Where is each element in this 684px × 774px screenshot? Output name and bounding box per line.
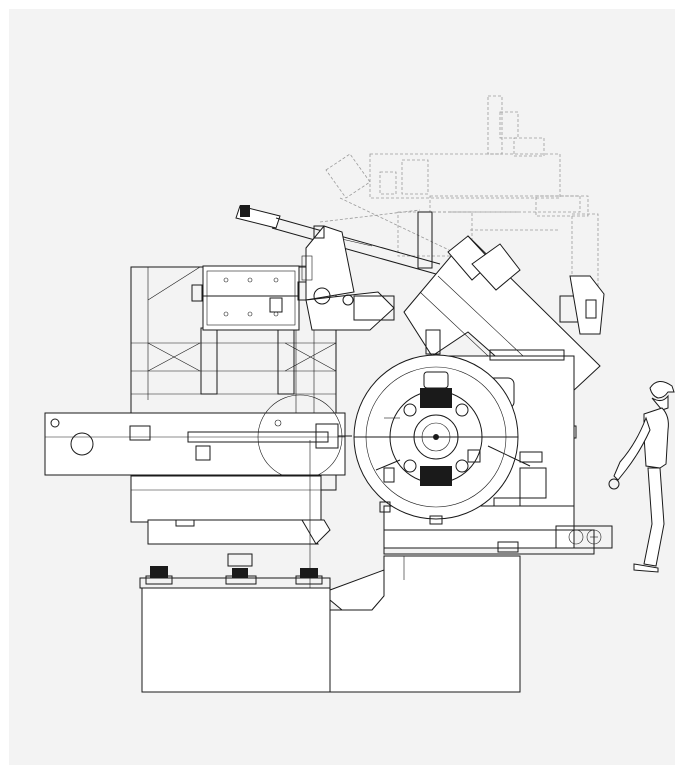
drawing-sheet: B: [9, 9, 675, 765]
mounts: [139, 553, 331, 602]
worker-figure: [608, 381, 675, 573]
arm-cylinder: [235, 205, 441, 331]
lower-left-frame: [130, 440, 331, 600]
machine-elevation-drawing: B: [9, 9, 675, 765]
turntable: [353, 354, 543, 525]
ghost-upper-machine: [319, 95, 599, 289]
foundation: [141, 555, 521, 693]
upper-right-arm: [403, 211, 605, 439]
top-left-cabinet: [191, 265, 307, 331]
